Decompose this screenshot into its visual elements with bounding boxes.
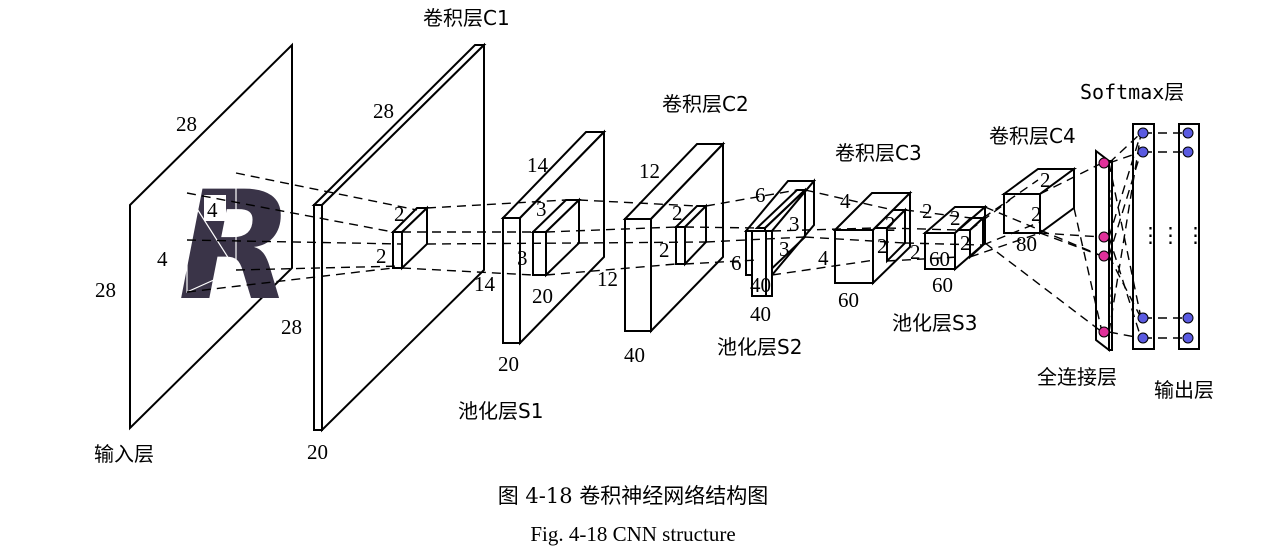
s2-w-label: 6 — [755, 183, 766, 207]
s1-kernel-w-label: 3 — [536, 197, 547, 221]
input-kernel-w-label: 4 — [207, 198, 218, 222]
s2-kernel — [751, 187, 808, 297]
fc-ellipsis-top: ⋮ — [1101, 186, 1122, 210]
s1-kernel-h-label: 3 — [517, 246, 528, 270]
s3-depth-label: 60 — [932, 273, 953, 297]
caption-en: Fig. 4-18 CNN structure — [530, 522, 736, 546]
s2-h-label: 6 — [731, 251, 742, 275]
c1-kernel-h-label: 2 — [376, 244, 387, 268]
s1-depth-label: 20 — [498, 352, 519, 376]
c2-kernel-w-label: 2 — [672, 201, 683, 225]
softmax-node — [1137, 127, 1149, 139]
output-node — [1182, 332, 1194, 344]
c4-block — [1000, 167, 1078, 235]
softmax-node — [1137, 146, 1149, 158]
c2-layer-label: 卷积层C2 — [662, 92, 749, 116]
c2-w-label: 12 — [639, 159, 660, 183]
input-kernel-label-box — [204, 195, 226, 221]
fc-nodes — [1098, 157, 1110, 338]
c2-h-label: 12 — [597, 267, 618, 291]
c1-depth-label: 20 — [307, 440, 328, 464]
s1-h-label: 14 — [474, 272, 496, 296]
between-ellipsis: ⋮ — [1160, 223, 1181, 247]
layer-labels: 输入层 卷积层C1 池化层S1 卷积层C2 池化层S2 卷积层C3 池化层S3 … — [94, 6, 1214, 466]
softmax-layer-label: Softmax层 — [1080, 80, 1184, 104]
input-w-label: 28 — [176, 112, 197, 136]
output-ellipsis: ⋮ — [1185, 223, 1206, 247]
c3-layer-label: 卷积层C3 — [835, 141, 922, 165]
c1-h-label: 28 — [281, 315, 302, 339]
s1-layer-label: 池化层S1 — [458, 399, 543, 423]
softmax-column — [1132, 123, 1155, 350]
s3-layer-label: 池化层S3 — [892, 311, 977, 335]
c4-w-label: 2 — [1040, 168, 1051, 192]
s3-depth-inner-label: 60 — [929, 247, 950, 271]
c3-w-label: 4 — [840, 189, 851, 213]
s3-kernel-w-label: 2 — [950, 206, 961, 230]
s2-depth-label: 40 — [750, 302, 771, 326]
output-node — [1182, 146, 1194, 158]
input-kernel-h-label: 4 — [157, 247, 168, 271]
ellipsis-marks: ⋮ ⋮ ⋮ ⋮ ⋮ — [1101, 186, 1206, 307]
fc-node — [1098, 231, 1110, 243]
s2-kernel-h-label: 3 — [779, 237, 790, 261]
fc-node — [1098, 250, 1110, 262]
output-node — [1182, 127, 1194, 139]
dimension-labels: 28 28 4 4 28 28 20 2 2 14 14 20 3 3 20 1… — [95, 99, 1051, 464]
c3-kernel-h-label: 2 — [877, 234, 888, 258]
fc-layer-label: 全连接层 — [1037, 365, 1117, 389]
c1-layer-label: 卷积层C1 — [423, 6, 510, 30]
fc-node — [1098, 326, 1110, 338]
input-h-label: 28 — [95, 278, 116, 302]
connection-lines — [186, 132, 1187, 339]
s3-h-label: 2 — [910, 240, 921, 264]
c2-kernel — [673, 203, 709, 267]
output-node — [1182, 312, 1194, 324]
output-nodes — [1182, 127, 1194, 344]
s2-depth-inner-label: 40 — [750, 273, 771, 297]
fc-node — [1098, 157, 1110, 169]
s3-w-label: 2 — [922, 199, 933, 223]
c3-kernel-w-label: 2 — [885, 212, 896, 236]
softmax-node — [1137, 332, 1149, 344]
c2-depth-label: 40 — [624, 343, 645, 367]
output-column — [1178, 123, 1200, 350]
softmax-nodes — [1137, 127, 1149, 344]
output-layer-label: 输出层 — [1154, 378, 1214, 402]
c2-kernel-h-label: 2 — [659, 238, 670, 262]
s1-w-label: 14 — [527, 153, 549, 177]
c1-kernel-w-label: 2 — [394, 202, 405, 226]
c3-depth-label: 60 — [838, 288, 859, 312]
c1-w-label: 28 — [373, 99, 394, 123]
caption-cn: 图 4-18 卷积神经网络结构图 — [497, 484, 769, 508]
c4-h-label: 2 — [1031, 202, 1042, 226]
s2-inner-d-label: 4 — [818, 246, 829, 270]
input-layer-label: 输入层 — [94, 442, 154, 466]
softmax-ellipsis: ⋮ — [1140, 223, 1161, 247]
input-plane — [129, 42, 293, 431]
softmax-node — [1137, 312, 1149, 324]
s1-kernel-d-label: 20 — [532, 284, 553, 308]
s2-layer-label: 池化层S2 — [717, 335, 802, 359]
s2-kernel-w-label: 3 — [789, 212, 800, 236]
fc-ellipsis-bottom: ⋮ — [1101, 283, 1122, 307]
c4-layer-label: 卷积层C4 — [989, 124, 1076, 148]
s3-kernel-h-label: 2 — [960, 231, 971, 255]
c4-depth-label: 80 — [1016, 232, 1037, 256]
